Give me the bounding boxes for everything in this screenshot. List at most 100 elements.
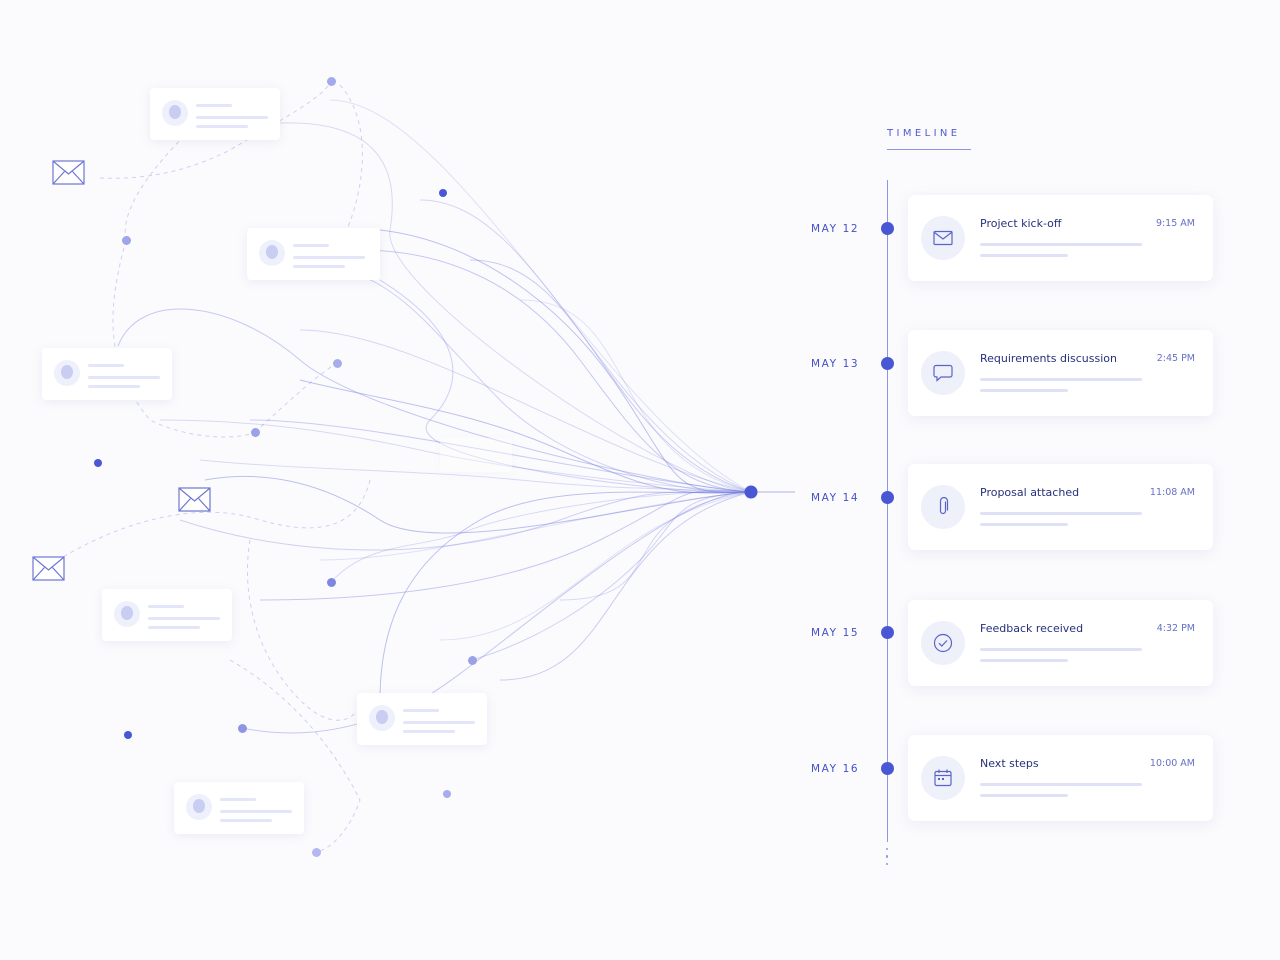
connection-line: [469, 259, 752, 493]
connection-line: [117, 308, 752, 493]
dashed-trail: [254, 362, 338, 433]
placeholder-line: [220, 819, 272, 822]
timeline-heading: TIMELINE: [887, 128, 961, 139]
timeline-date: MAY 13: [811, 358, 860, 370]
message-card: [247, 228, 380, 280]
timeline-date: MAY 12: [811, 223, 860, 235]
network-dot: [332, 358, 342, 368]
connection-line: [379, 491, 752, 701]
message-card: [42, 348, 172, 400]
network-dot: [250, 427, 260, 437]
placeholder-line: [196, 104, 232, 107]
timeline-axis: [886, 180, 888, 842]
network-dot: [311, 847, 321, 857]
network-dot: [442, 789, 452, 799]
dashed-trail: [124, 129, 191, 241]
timeline-card[interactable]: Project kick-off 9:15 AM: [908, 195, 1213, 281]
connection-line: [471, 491, 752, 661]
timeline-card-title: Next steps: [980, 757, 1039, 770]
placeholder-line: [293, 256, 365, 259]
avatar-icon: [369, 705, 395, 731]
connection-line: [159, 419, 752, 493]
placeholder-line: [980, 512, 1142, 515]
placeholder-line: [980, 254, 1068, 257]
placeholder-line: [293, 265, 345, 268]
placeholder-line: [220, 810, 292, 813]
placeholder-line: [980, 783, 1142, 786]
dashed-trail: [229, 659, 361, 853]
connection-line: [259, 490, 752, 601]
avatar-icon: [114, 601, 140, 627]
network-dot: [93, 458, 103, 468]
envelope-icon: [32, 556, 65, 585]
timeline-continuation-dots: [886, 848, 889, 870]
connection-line: [499, 491, 752, 681]
timeline-card-time: 11:08 AM: [1149, 487, 1195, 498]
connection-line: [439, 491, 752, 641]
network-dot: [326, 577, 336, 587]
connection-line: [299, 329, 752, 493]
envelope-icon: [52, 160, 85, 189]
connection-line: [279, 122, 752, 493]
placeholder-line: [980, 523, 1068, 526]
placeholder-line: [220, 798, 256, 801]
connection-line: [559, 491, 752, 601]
timeline-node: [881, 222, 894, 235]
placeholder-line: [196, 116, 268, 119]
placeholder-line: [196, 125, 248, 128]
connection-line: [249, 419, 752, 493]
connection-line: [330, 491, 752, 583]
connection-line: [329, 99, 752, 493]
timeline-card[interactable]: Proposal attached 11:08 AM: [908, 464, 1213, 550]
envelope-icon: [178, 487, 211, 516]
dashed-trail: [99, 81, 332, 179]
network-dot: [467, 655, 477, 665]
placeholder-line: [293, 244, 329, 247]
placeholder-line: [403, 730, 455, 733]
connection-line: [319, 491, 752, 561]
timeline-card[interactable]: Next steps 10:00 AM: [908, 735, 1213, 821]
timeline-node: [881, 491, 894, 504]
network-dot: [326, 76, 336, 86]
faded-message-card: [440, 438, 512, 472]
avatar-icon: [162, 100, 188, 126]
connection-line: [379, 279, 752, 493]
placeholder-line: [88, 376, 160, 379]
timeline-card[interactable]: Requirements discussion 2:45 PM: [908, 330, 1213, 416]
placeholder-line: [980, 378, 1142, 381]
check-circle-icon: [921, 621, 965, 665]
network-dot: [237, 723, 247, 733]
connection-line: [179, 491, 752, 551]
timeline-date: MAY 15: [811, 627, 860, 639]
connection-line: [199, 459, 752, 493]
placeholder-line: [148, 617, 220, 620]
placeholder-line: [980, 243, 1142, 246]
timeline-node: [881, 626, 894, 639]
placeholder-line: [403, 709, 439, 712]
timeline-card[interactable]: Feedback received 4:32 PM: [908, 600, 1213, 686]
calendar-icon: [921, 756, 965, 800]
dashed-trail: [247, 539, 357, 721]
connection-line: [379, 229, 752, 494]
placeholder-line: [980, 794, 1068, 797]
message-card: [102, 589, 232, 641]
message-card: [150, 88, 280, 140]
timeline-node: [881, 357, 894, 370]
convergence-node: [744, 485, 758, 499]
network-dot: [438, 188, 448, 198]
dashed-trail: [112, 239, 256, 438]
timeline-card-time: 2:45 PM: [1156, 353, 1195, 364]
avatar-icon: [54, 360, 80, 386]
placeholder-line: [403, 721, 475, 724]
mail-icon: [921, 216, 965, 260]
placeholder-line: [88, 385, 140, 388]
timeline-date: MAY 14: [811, 492, 860, 504]
timeline-card-title: Requirements discussion: [980, 352, 1117, 365]
message-card: [174, 782, 304, 834]
network-dot: [121, 235, 131, 245]
timeline-card-title: Project kick-off: [980, 217, 1062, 230]
chat-bubble-icon: [921, 351, 965, 395]
timeline-node: [881, 762, 894, 775]
placeholder-line: [148, 626, 200, 629]
